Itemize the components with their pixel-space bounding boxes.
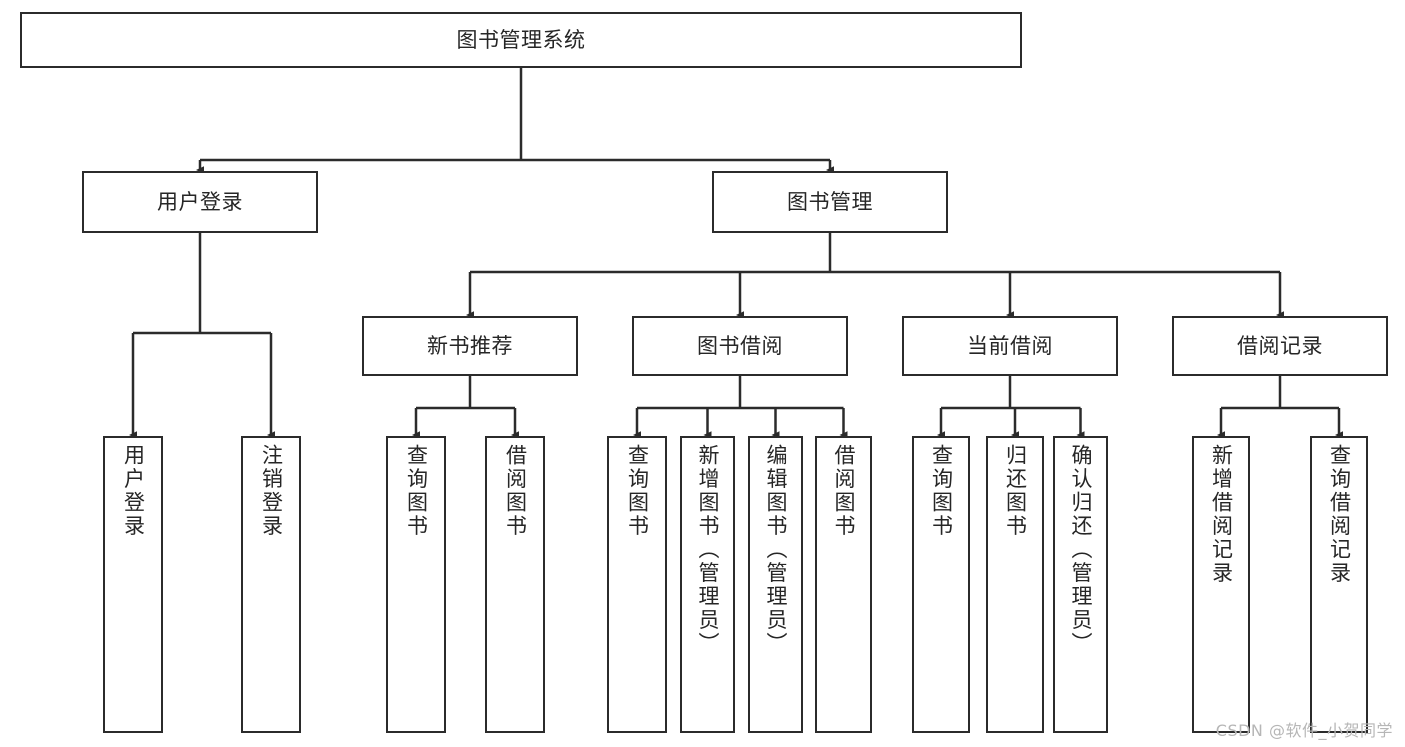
node-label: 借阅图书 [832,444,856,538]
node-l2-3[interactable]: 借阅记录 [1172,316,1388,376]
node-l1-0[interactable]: 用户登录 [82,171,318,233]
node-label: 注销登录 [259,444,284,538]
node-leaf-cur-1[interactable]: 归还图书 [986,436,1044,733]
node-label: 借阅记录 [1237,333,1323,358]
node-label: 归还图书 [1003,444,1028,538]
node-leaf-new-0[interactable]: 查询图书 [386,436,446,733]
node-label: 借阅图书 [503,444,528,538]
node-label: 用户登录 [157,189,243,214]
node-label: 编辑图书（管理员） [764,444,788,656]
node-label: 确认归还（管理员） [1069,444,1093,656]
node-leaf-cur-2[interactable]: 确认归还（管理员） [1053,436,1108,733]
node-label: 图书管理系统 [456,27,586,52]
node-label: 新书推荐 [427,333,513,358]
node-leaf-login-1[interactable]: 注销登录 [241,436,301,733]
node-label: 当前借阅 [967,333,1053,358]
node-label: 图书管理 [787,189,873,214]
node-l2-0[interactable]: 新书推荐 [362,316,578,376]
node-leaf-bor-0[interactable]: 查询图书 [607,436,667,733]
node-l1-1[interactable]: 图书管理 [712,171,948,233]
node-leaf-new-1[interactable]: 借阅图书 [485,436,545,733]
node-label: 查询图书 [404,444,429,538]
node-label: 查询图书 [625,444,650,538]
node-label: 图书借阅 [697,333,783,358]
node-leaf-rec-1[interactable]: 查询借阅记录 [1310,436,1368,733]
node-root[interactable]: 图书管理系统 [20,12,1022,68]
node-leaf-login-0[interactable]: 用户登录 [103,436,163,733]
node-label: 新增图书（管理员） [696,444,720,656]
edge-group [129,68,1344,439]
node-label: 用户登录 [121,444,146,538]
node-label: 查询借阅记录 [1327,444,1352,585]
watermark: CSDN @软件_小贺同学 [1215,721,1393,740]
node-leaf-bor-1[interactable]: 新增图书（管理员） [680,436,735,733]
node-leaf-cur-0[interactable]: 查询图书 [912,436,970,733]
node-leaf-bor-2[interactable]: 编辑图书（管理员） [748,436,803,733]
node-l2-1[interactable]: 图书借阅 [632,316,848,376]
node-leaf-bor-3[interactable]: 借阅图书 [815,436,872,733]
node-label: 新增借阅记录 [1209,444,1234,585]
node-l2-2[interactable]: 当前借阅 [902,316,1118,376]
node-label: 查询图书 [929,444,954,538]
node-leaf-rec-0[interactable]: 新增借阅记录 [1192,436,1250,733]
